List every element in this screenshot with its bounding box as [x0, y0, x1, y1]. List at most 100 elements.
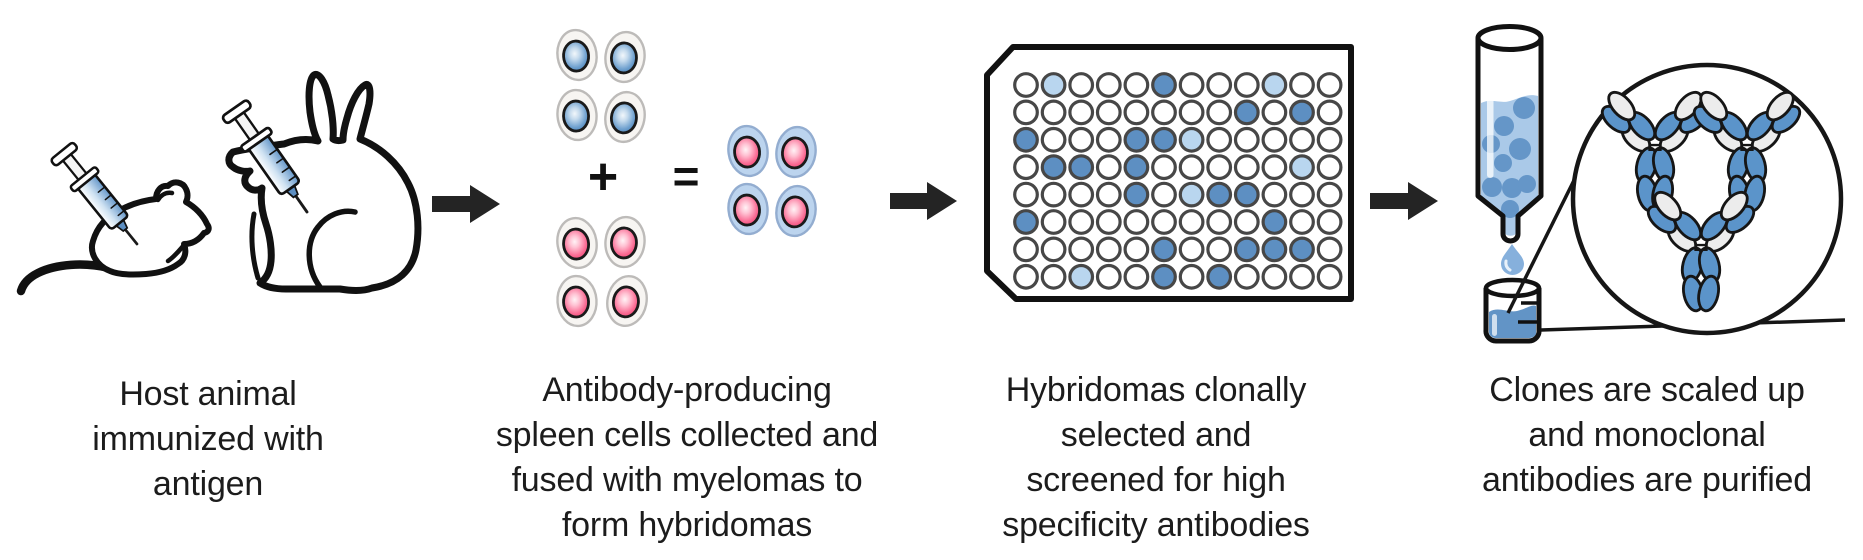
cell-nucleus [562, 227, 590, 261]
caption-line: screened for high [1026, 461, 1286, 499]
plate-well [1316, 209, 1343, 235]
plate-well [1261, 72, 1288, 98]
caption-line: antigen [152, 465, 264, 503]
plate-well [1316, 126, 1343, 153]
plate-well [1151, 99, 1177, 126]
plate-well [1178, 154, 1205, 181]
plate-wells [1013, 72, 1343, 290]
plate-well [1068, 154, 1095, 181]
beaker [1483, 277, 1542, 344]
tube-outline [1475, 38, 1544, 244]
plate-well [1068, 236, 1095, 263]
tube-cell [1513, 97, 1535, 119]
cell-nucleus [733, 135, 761, 169]
tube-rim [1475, 24, 1544, 52]
hybridoma-cell [775, 184, 817, 238]
rabbit-body [225, 71, 422, 294]
plate-well [1013, 72, 1039, 98]
plate-well [1233, 154, 1260, 181]
caption-line: Antibody-producing [542, 371, 832, 409]
cell-nucleus [562, 99, 590, 133]
caption-line: form hybridomas [561, 506, 813, 544]
arrow-right-icon [432, 185, 500, 223]
plate-well [1040, 181, 1067, 208]
liquid-drop-icon [1501, 244, 1524, 275]
plate-well [1233, 209, 1260, 235]
caption-step-4: Clones are scaled up and monoclonal anti… [1417, 368, 1863, 503]
plate-well [1316, 236, 1343, 263]
rabbit-haunch-line [306, 208, 358, 290]
plate-well [1178, 263, 1205, 290]
plate-well [1123, 99, 1150, 126]
plate-well [1233, 126, 1260, 153]
plate-well [1013, 236, 1039, 263]
mouse-tail [16, 260, 114, 296]
rabbit-foreleg-line [249, 211, 261, 281]
rabbit-figure [225, 71, 422, 294]
plate-well [1289, 154, 1315, 181]
plate-well [1123, 263, 1150, 290]
tube-cells [1482, 97, 1536, 218]
plate-well [1316, 99, 1343, 126]
cell-nucleus [609, 101, 638, 135]
mouse-ear-line [155, 190, 175, 203]
tube-cell [1502, 178, 1522, 198]
plate-well [1261, 99, 1288, 126]
plate-well [1206, 236, 1233, 263]
plate-well [1123, 181, 1150, 208]
plate-well [1013, 263, 1039, 290]
plate-well [1151, 236, 1177, 263]
hybridoma-cell [775, 125, 817, 179]
arrow-right-icon [890, 182, 957, 220]
caption-line: fused with myelomas to [511, 461, 863, 499]
myeloma-cell [606, 274, 648, 328]
equals-sign: = [673, 150, 700, 202]
myeloma-cell [556, 274, 598, 328]
plate-well [1013, 126, 1039, 153]
caption-line: Host animal [119, 375, 297, 413]
plate-well [1316, 181, 1343, 208]
tube-cell [1494, 154, 1512, 172]
tube-cell [1509, 138, 1531, 160]
caption-line: Clones are scaled up [1489, 371, 1805, 409]
plate-well [1068, 263, 1095, 290]
plate-well [1068, 181, 1095, 208]
plate-well [1123, 126, 1150, 153]
caption-line: specificity antibodies [1002, 506, 1310, 544]
plate-well [1206, 72, 1233, 98]
plate-well [1013, 181, 1039, 208]
mouse-paw-line [165, 242, 187, 264]
spleen-cell [604, 30, 646, 84]
beaker-outline [1483, 288, 1542, 344]
cell-fusion-group [556, 28, 817, 328]
tube-highlight [1487, 68, 1494, 178]
cell-nucleus [733, 193, 761, 227]
beaker-rim [1483, 277, 1542, 299]
plate-well [1095, 99, 1122, 126]
plate-well [1151, 263, 1177, 290]
cell-nucleus [610, 41, 638, 75]
plate-well [1316, 263, 1343, 290]
tube-cell [1518, 175, 1536, 193]
hybridoma-cell [727, 182, 769, 236]
plate-well [1206, 263, 1233, 290]
plate-well [1178, 126, 1205, 153]
plate-well [1095, 263, 1122, 290]
plate-well [1261, 181, 1288, 208]
plate-well [1095, 72, 1122, 98]
plate-well [1013, 99, 1039, 126]
plate-well [1095, 209, 1122, 235]
spleen-cell [556, 28, 598, 82]
plate-well [1040, 154, 1067, 181]
caption-line: spleen cells collected and [495, 416, 879, 454]
caption-line: selected and [1060, 416, 1252, 454]
drop-highlight [1504, 259, 1512, 272]
caption-line: Hybridomas clonally [1005, 371, 1307, 409]
hybridoma-cell [727, 124, 769, 178]
caption-line: immunized with [92, 420, 324, 458]
plate-well [1040, 209, 1067, 235]
plate-well [1040, 126, 1067, 153]
plate-well [1206, 126, 1233, 153]
plate-well [1233, 263, 1260, 290]
